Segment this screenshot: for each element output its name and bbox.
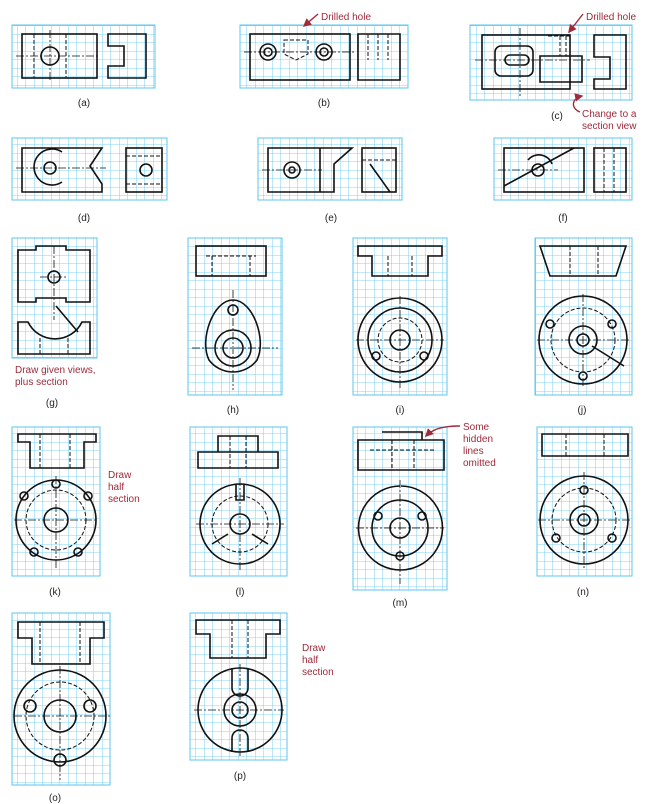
drawing-a bbox=[16, 30, 147, 82]
drawing-i bbox=[356, 245, 444, 388]
arrow-m-hidden bbox=[425, 425, 461, 437]
drawing-o bbox=[13, 621, 110, 780]
drawing-e bbox=[262, 147, 397, 193]
label-d: (d) bbox=[78, 213, 90, 224]
drawing-d bbox=[16, 147, 163, 193]
label-i: (i) bbox=[396, 405, 405, 416]
note-c-drilled: Drilled hole bbox=[586, 12, 636, 23]
drawing-k bbox=[14, 433, 98, 568]
label-c: (c) bbox=[551, 111, 563, 122]
grid-n bbox=[536, 426, 633, 577]
grid-o bbox=[11, 612, 111, 786]
label-m: (m) bbox=[393, 598, 408, 609]
label-l: (l) bbox=[236, 587, 245, 598]
note-m-line3: lines bbox=[463, 446, 484, 457]
drawing-g bbox=[17, 245, 91, 355]
label-j: (j) bbox=[578, 405, 587, 416]
arrow-c-drilled-hole bbox=[568, 13, 584, 34]
label-b: (b) bbox=[318, 98, 330, 109]
label-f: (f) bbox=[558, 213, 567, 224]
note-b: Drilled hole bbox=[321, 12, 371, 23]
label-o: (o) bbox=[49, 793, 61, 804]
note-c-line1: Change to a bbox=[582, 109, 637, 120]
note-m-line2: hidden bbox=[463, 434, 493, 445]
note-g-line1: Draw given views, bbox=[15, 365, 96, 376]
label-g: (g) bbox=[46, 398, 58, 409]
note-k-line3: section bbox=[108, 494, 140, 505]
drawing-j bbox=[537, 245, 629, 386]
note-k-line2: half bbox=[108, 482, 124, 493]
drawing-b bbox=[244, 33, 401, 81]
note-m-line1: Some bbox=[463, 422, 490, 433]
note-m-line4: omitted bbox=[463, 458, 496, 469]
label-e: (e) bbox=[325, 213, 337, 224]
label-a: (a) bbox=[78, 98, 90, 109]
drawing-m bbox=[356, 431, 445, 584]
drawing-c bbox=[475, 28, 627, 96]
note-p-line3: section bbox=[302, 667, 334, 678]
drawing-h bbox=[192, 245, 278, 390]
drawing-f bbox=[498, 147, 627, 193]
note-k-line1: Draw bbox=[108, 470, 132, 481]
label-k: (k) bbox=[49, 587, 61, 598]
drawing-p bbox=[194, 619, 284, 758]
drawing-n bbox=[538, 433, 630, 568]
arrow-c-section bbox=[572, 93, 584, 113]
label-p: (p) bbox=[234, 771, 246, 782]
label-n: (n) bbox=[577, 587, 589, 598]
note-p-line1: Draw bbox=[302, 643, 326, 654]
arrow-b-drilled-hole bbox=[302, 13, 319, 27]
drawing-l bbox=[196, 435, 284, 572]
label-h: (h) bbox=[227, 405, 239, 416]
note-p-line2: half bbox=[302, 655, 318, 666]
note-g-line2: plus section bbox=[15, 377, 68, 388]
note-c-line2: section view bbox=[582, 121, 637, 132]
grid-c bbox=[469, 24, 633, 101]
